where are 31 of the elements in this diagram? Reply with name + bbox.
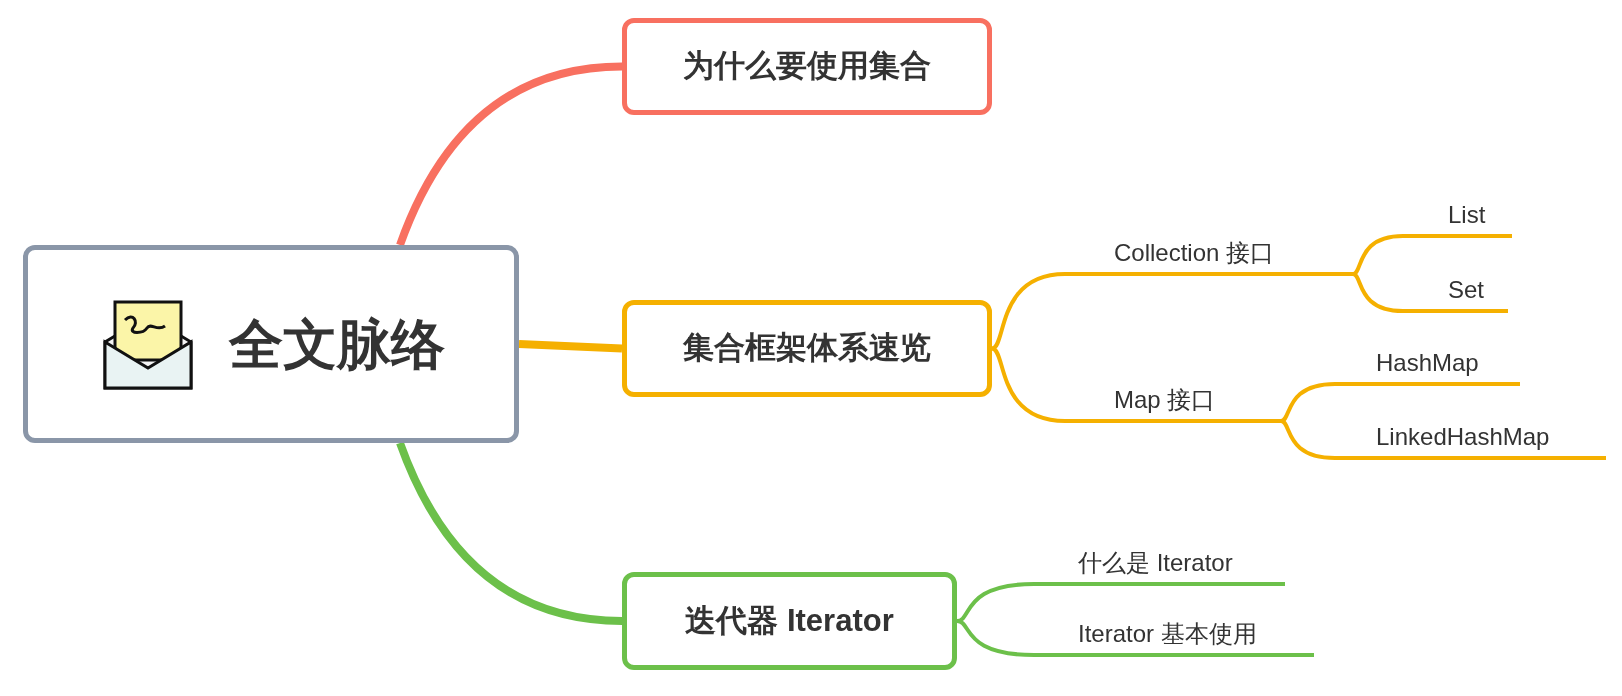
subtopic-text: 什么是 Iterator [1078, 548, 1233, 578]
subtopic-underline [1065, 385, 1281, 423]
branch-line [991, 346, 1066, 423]
subtopic-underline [1034, 548, 1285, 586]
branch-line [518, 340, 623, 353]
topic-text: 为什么要使用集合 [683, 47, 931, 86]
branch-line [1352, 272, 1404, 313]
subtopic-text: Set [1448, 275, 1485, 305]
branch-line [956, 619, 1035, 657]
branch-line [396, 441, 623, 625]
subtopic-text: HashMap [1376, 348, 1479, 378]
topic-box [622, 18, 992, 115]
topic-box [622, 572, 957, 670]
branch-line [1352, 234, 1404, 276]
subtopic-text: Map 接口 [1114, 385, 1216, 415]
topic-box [622, 300, 992, 397]
root-topic-text: 全文脉络 [229, 312, 445, 376]
branch-line [956, 582, 1035, 623]
subtopic-text: LinkedHashMap [1376, 422, 1550, 452]
topic-text: 迭代器 Iterator [685, 601, 894, 640]
subtopic-text: Collection 接口 [1114, 238, 1275, 268]
topic-text: 集合框架体系速览 [683, 329, 931, 368]
branch-line [1280, 382, 1336, 423]
root-topic-box [23, 245, 519, 443]
branch-line [991, 272, 1066, 351]
branch-line [396, 62, 623, 247]
branch-line [1280, 419, 1336, 460]
subtopic-text: Iterator 基本使用 [1078, 619, 1257, 649]
subtopic-underline [1034, 619, 1314, 657]
subtopic-underline [1065, 238, 1353, 276]
subtopic-text: List [1448, 200, 1486, 230]
